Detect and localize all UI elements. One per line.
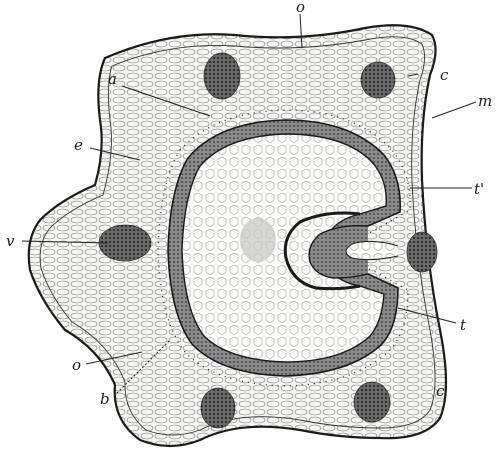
vascular-bundle (201, 388, 235, 428)
vascular-bundle (407, 232, 437, 272)
label-o-top: o (296, 0, 305, 16)
vascular-bundle (354, 382, 390, 422)
label-c-top: c (440, 66, 449, 84)
vascular-bundle (361, 62, 395, 98)
label-b: b (100, 390, 110, 408)
label-c-bottom: c (436, 382, 445, 400)
label-m: m (478, 92, 492, 110)
vascular-bundle (204, 53, 240, 99)
central-region (240, 218, 276, 262)
label-o-left: o (72, 356, 81, 374)
label-t: t (460, 316, 467, 334)
label-v: v (6, 232, 15, 250)
label-e: e (74, 136, 83, 154)
label-t-prime: t' (474, 180, 484, 198)
label-a: a (108, 70, 117, 88)
